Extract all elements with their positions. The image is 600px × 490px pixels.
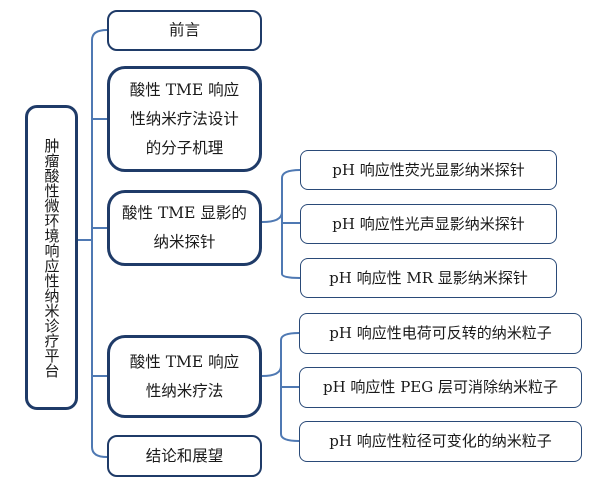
section-imaging-probes: 酸性 TME 显影的 纳米探针 [107,190,262,266]
leaf-charge-reversal-np: pH 响应性电荷可反转的纳米粒子 [299,313,582,354]
root-label: 肿瘤酸性微环境响应性纳米诊疗平台 [42,137,61,378]
leaf-fluorescence-probe: pH 响应性荧光显影纳米探针 [300,150,557,190]
connector-imaging-branch [261,169,301,279]
section-label-line: 的分子机理 [145,138,224,157]
leaf-label: pH 响应性电荷可反转的纳米粒子 [329,324,552,342]
leaf-label: pH 响应性 PEG 层可消除纳米粒子 [322,378,558,396]
leaf-label: pH 响应性 MR 显影纳米探针 [329,268,528,287]
section-conclusion: 结论和展望 [107,435,262,477]
leaf-mr-probe: pH 响应性 MR 显影纳米探针 [300,258,557,298]
section-introduction: 前言 [107,10,262,51]
section-label-line: 性纳米疗法 [145,381,224,400]
leaf-peg-detachable-np: pH 响应性 PEG 层可消除纳米粒子 [299,367,582,408]
section-label: 前言 [168,21,200,39]
leaf-label: pH 响应性粒径可变化的纳米粒子 [329,432,552,450]
section-nanotherapy: 酸性 TME 响应 性纳米疗法 [107,335,262,418]
section-label-line: 性纳米疗法设计 [130,109,239,128]
section-label-line: 纳米探针 [153,233,216,251]
leaf-size-changeable-np: pH 响应性粒径可变化的纳米粒子 [299,421,582,462]
section-label-line: 酸性 TME 响应 [129,80,240,99]
root-node: 肿瘤酸性微环境响应性纳米诊疗平台 [25,105,78,410]
connector-main-trunk [91,29,108,458]
section-label-line: 酸性 TME 显影的 [122,204,247,222]
section-label-line: 酸性 TME 响应 [129,352,240,371]
section-mechanism: 酸性 TME 响应 性纳米疗法设计 的分子机理 [107,66,262,172]
leaf-label: pH 响应性光声显影纳米探针 [332,214,525,233]
leaf-label: pH 响应性荧光显影纳米探针 [332,160,525,179]
section-label: 结论和展望 [145,446,224,465]
connector-therapy-branch [261,332,300,442]
leaf-photoacoustic-probe: pH 响应性光声显影纳米探针 [300,204,557,244]
